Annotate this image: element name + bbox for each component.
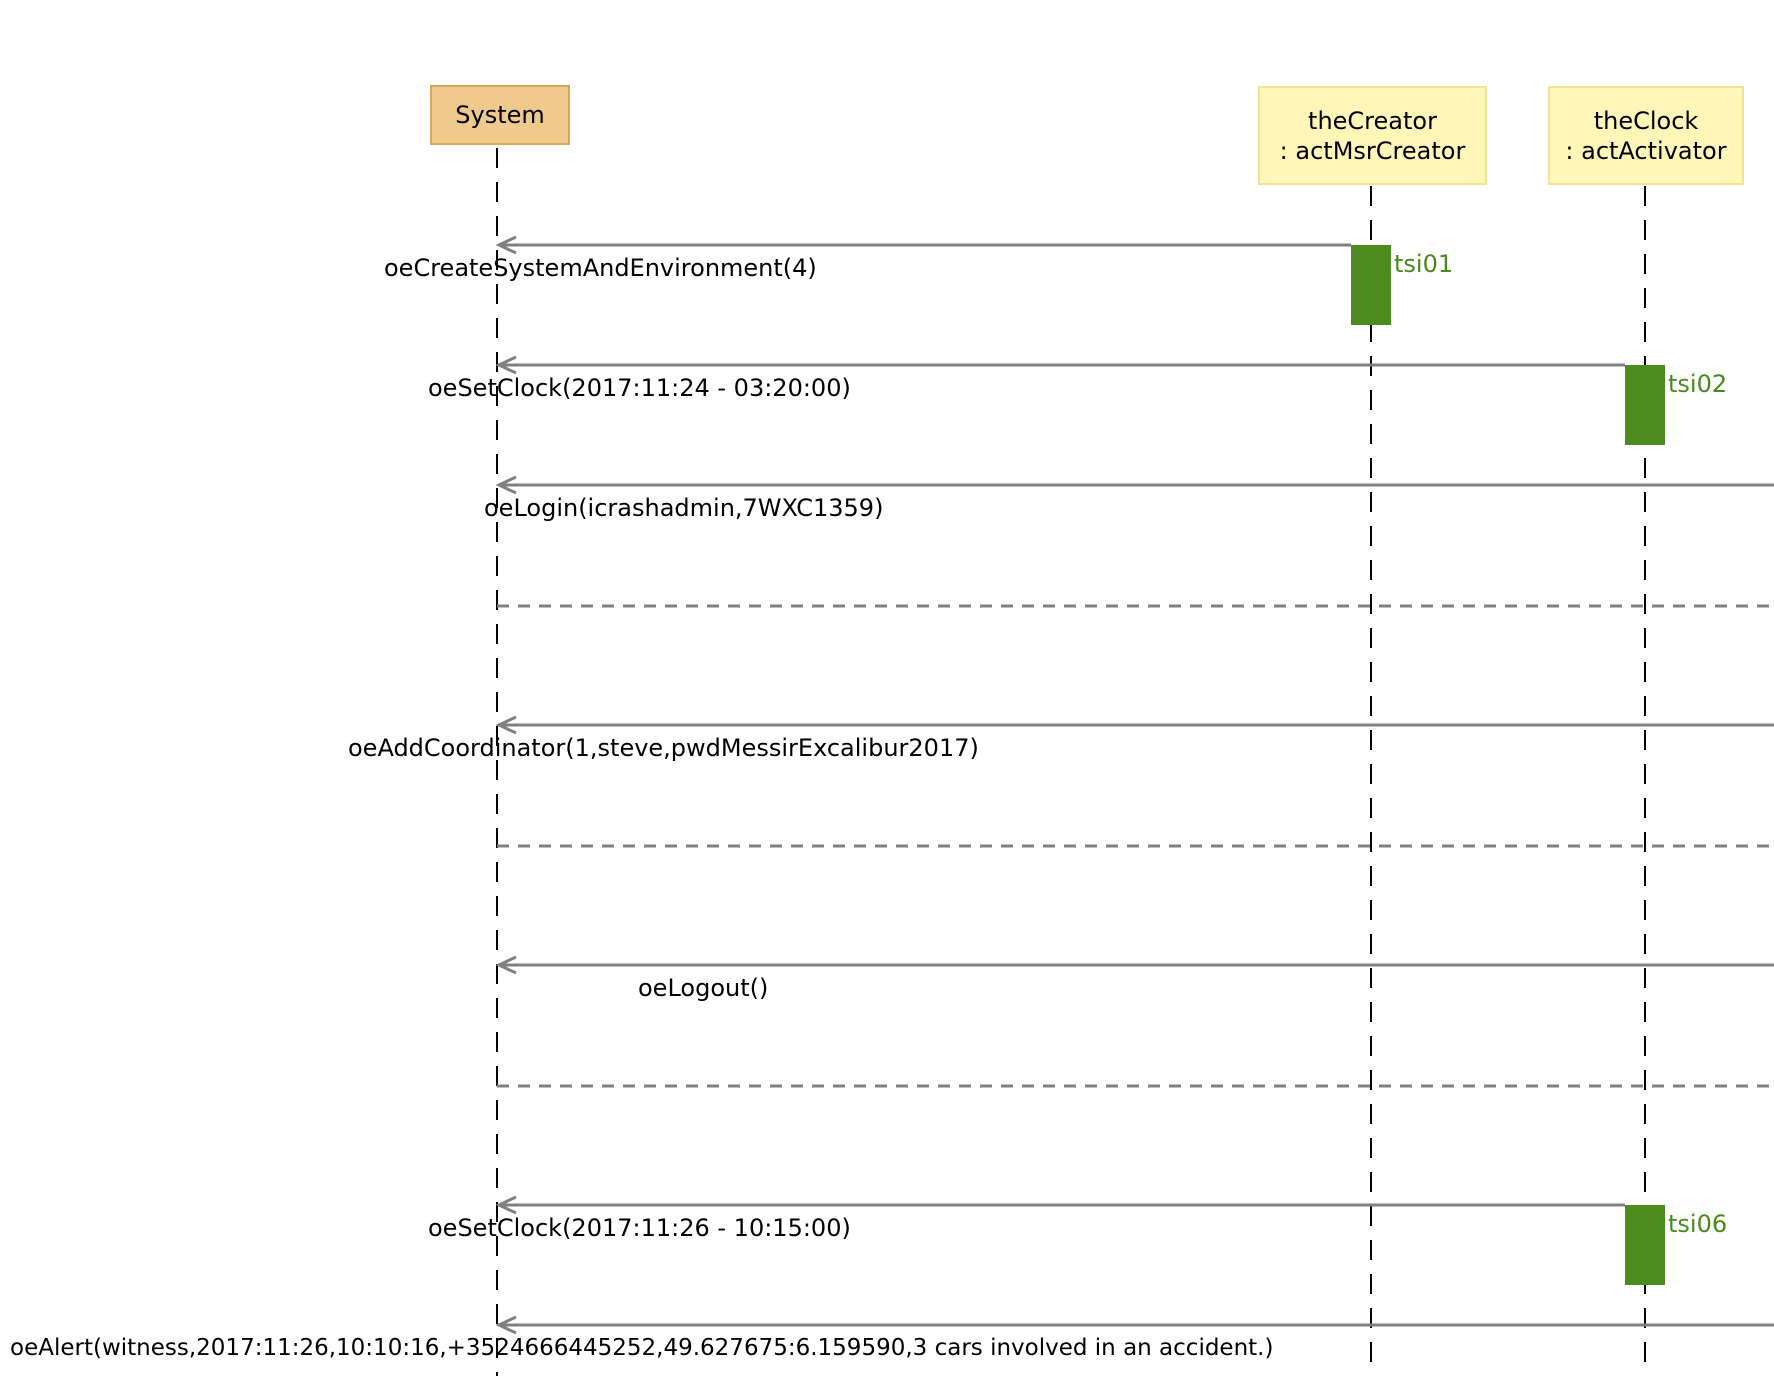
message-label: oeAddCoordinator(1,steve,pwdMessirExcali… bbox=[348, 734, 979, 762]
message-label: oeLogout() bbox=[638, 974, 769, 1002]
actor-system: System bbox=[430, 85, 570, 145]
message-arrow bbox=[495, 235, 1351, 255]
actor-creator-name: theCreator bbox=[1308, 106, 1437, 135]
actor-clock: theClock : actActivator bbox=[1548, 86, 1744, 185]
message-label: oeLogin(icrashadmin,7WXC1359) bbox=[484, 494, 884, 522]
actor-clock-type: : actActivator bbox=[1565, 136, 1727, 165]
message-arrow bbox=[495, 1195, 1625, 1215]
message-arrow bbox=[495, 955, 1774, 975]
activation-bar bbox=[1351, 245, 1391, 325]
message-label: oeSetClock(2017:11:26 - 10:15:00) bbox=[428, 1214, 851, 1242]
actor-creator-type: : actMsrCreator bbox=[1279, 136, 1466, 165]
tsi-label: tsi06 bbox=[1668, 1210, 1728, 1238]
message-arrow bbox=[495, 475, 1774, 495]
activation-bar bbox=[1625, 1205, 1665, 1285]
message-arrow bbox=[495, 1315, 1774, 1335]
actor-clock-name: theClock bbox=[1593, 106, 1699, 135]
actor-creator: theCreator : actMsrCreator bbox=[1258, 86, 1487, 185]
tsi-label: tsi01 bbox=[1394, 250, 1454, 278]
tsi-label: tsi02 bbox=[1668, 370, 1728, 398]
message-arrow bbox=[495, 715, 1774, 735]
actor-system-name: System bbox=[455, 101, 545, 129]
message-arrow bbox=[495, 355, 1625, 375]
message-label: oeCreateSystemAndEnvironment(4) bbox=[384, 254, 817, 282]
message-label: oeSetClock(2017:11:24 - 03:20:00) bbox=[428, 374, 851, 402]
activation-bar bbox=[1625, 365, 1665, 445]
message-label: oeAlert(witness,2017:11:26,10:10:16,+352… bbox=[10, 1335, 1274, 1361]
